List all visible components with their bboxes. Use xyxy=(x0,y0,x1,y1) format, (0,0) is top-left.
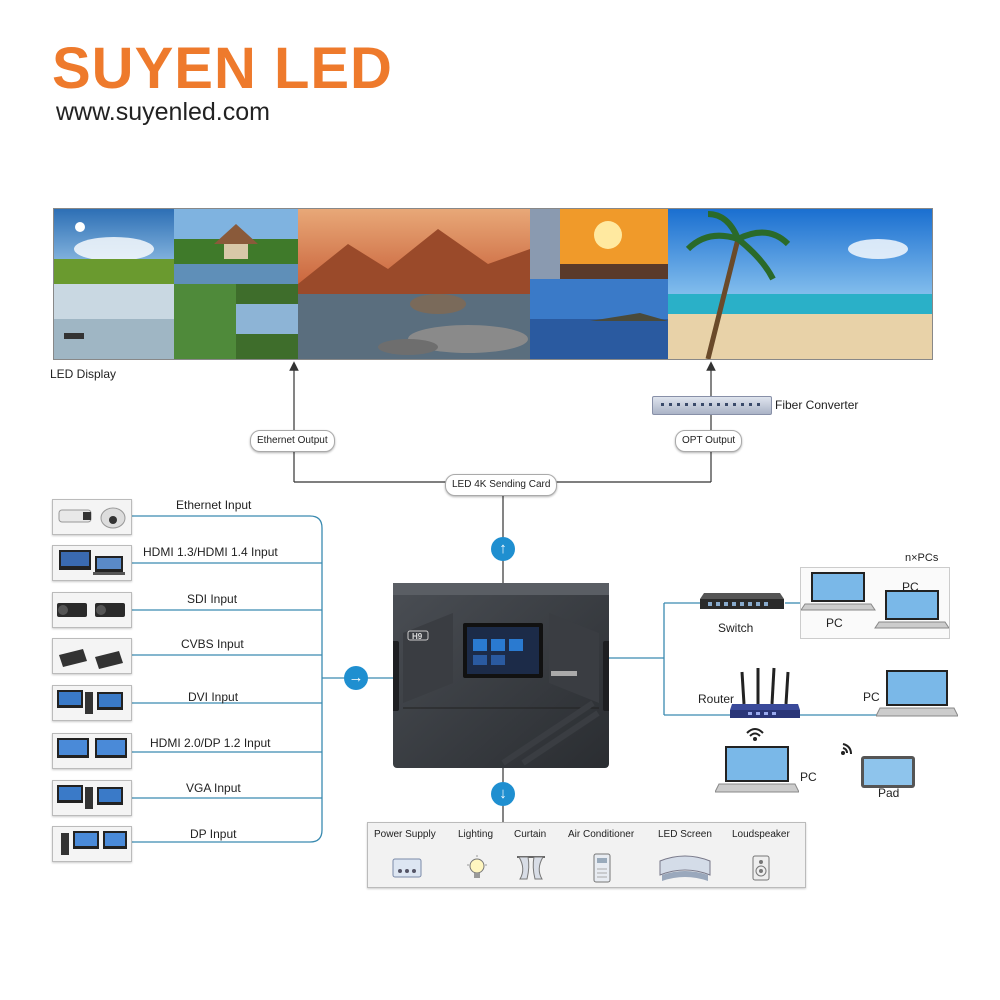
opt-output-pill: OPT Output xyxy=(675,430,743,452)
control-label-ac: Air Conditioner xyxy=(568,829,635,840)
camera-icon xyxy=(52,499,132,535)
air-conditioner-icon xyxy=(593,853,611,888)
hdmi-source-icon xyxy=(52,545,132,581)
brand-url: www.suyenled.com xyxy=(56,98,270,126)
up-arrow-icon: ↑ xyxy=(491,537,515,561)
power-supply-icon xyxy=(392,857,422,884)
switch-icon xyxy=(700,591,784,611)
pc-label-3: PC xyxy=(863,690,880,704)
device-badge: H9 xyxy=(412,632,423,641)
pad-label: Pad xyxy=(878,786,900,800)
video-processor-device: H9 xyxy=(391,583,611,768)
desktop-pc-icon xyxy=(52,826,132,862)
dvd-player-icon xyxy=(52,638,132,674)
input-label-vga: VGA Input xyxy=(186,781,241,795)
wifi-icon xyxy=(746,726,764,742)
brand-title: SUYEN LED xyxy=(52,36,393,101)
speaker-icon xyxy=(752,855,770,886)
input-label-dp: DP Input xyxy=(190,827,237,841)
pc-label-4: PC xyxy=(800,770,817,784)
scene-panel-beach xyxy=(668,209,932,359)
laptop-icon xyxy=(800,572,876,611)
fiber-converter-label: Fiber Converter xyxy=(775,398,859,412)
control-label-lighting: Lighting xyxy=(458,829,494,840)
pc-label-2: PC xyxy=(826,616,843,630)
pc-label-1: PC xyxy=(902,580,919,594)
desktop-pc-icon xyxy=(52,685,132,721)
sending-card-pill: LED 4K Sending Card xyxy=(445,474,558,496)
pc-group-box xyxy=(800,567,950,639)
input-label-hdmi14: HDMI 1.3/HDMI 1.4 Input xyxy=(143,545,278,559)
tablet-icon xyxy=(861,756,915,788)
curtain-icon xyxy=(516,855,546,886)
monitor-icon xyxy=(52,733,132,769)
control-label-curtain: Curtain xyxy=(514,829,547,840)
router-label: Router xyxy=(698,692,735,706)
led-screen-icon xyxy=(658,853,712,888)
laptop-icon xyxy=(714,744,800,798)
scene-panel-sunset xyxy=(530,209,668,359)
scene-panel-lake xyxy=(298,209,530,359)
led-display-image xyxy=(53,208,933,360)
switch-label: Switch xyxy=(718,621,754,635)
right-arrow-icon: → xyxy=(344,666,368,690)
input-label-hdmi20: HDMI 2.0/DP 1.2 Input xyxy=(150,736,271,750)
fiber-converter-icon xyxy=(652,396,772,415)
desktop-pc-icon xyxy=(52,780,132,816)
control-label-speaker: Loudspeaker xyxy=(732,829,790,840)
input-label-dvi: DVI Input xyxy=(188,690,239,704)
bulb-icon xyxy=(465,855,489,886)
ethernet-output-pill: Ethernet Output xyxy=(250,430,335,452)
down-arrow-icon: ↓ xyxy=(491,782,515,806)
scene-panel-sky xyxy=(54,209,174,359)
scene-panel-pagoda xyxy=(174,209,298,359)
input-label-cvbs: CVBS Input xyxy=(181,637,244,651)
control-label-power: Power Supply xyxy=(374,829,436,840)
wifi-icon xyxy=(839,740,855,756)
control-devices-box: Power Supply Lighting Curtain Air Condit… xyxy=(367,822,806,888)
video-camera-icon xyxy=(52,592,132,628)
router-icon xyxy=(730,666,800,722)
laptop-icon xyxy=(875,668,959,722)
input-label-ethernet: Ethernet Input xyxy=(176,498,252,512)
npcs-label: n×PCs xyxy=(905,552,939,564)
input-label-sdi: SDI Input xyxy=(187,592,238,606)
control-label-led: LED Screen xyxy=(658,829,712,840)
led-display-label: LED Display xyxy=(50,367,117,381)
